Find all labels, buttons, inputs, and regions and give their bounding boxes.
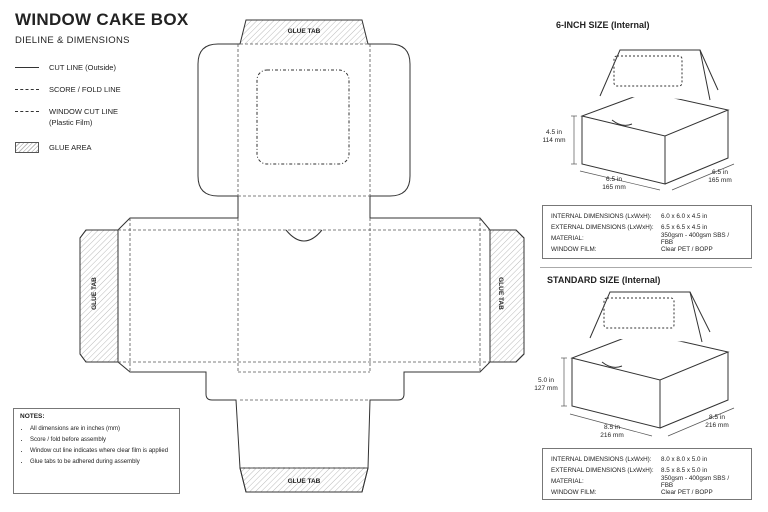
- glue-area-swatch: [15, 142, 39, 153]
- glue-tab-bottom-label: GLUE TAB: [287, 478, 321, 485]
- spec-value: 8.5 x 8.5 x 5.0 in: [661, 467, 708, 474]
- note-item: Window cut line indicates where clear fi…: [30, 447, 173, 455]
- legend-cut-label: CUT LINE (Outside): [49, 63, 116, 72]
- legend-glue: GLUE AREA: [15, 142, 185, 164]
- width-in: 8.5 in: [709, 414, 725, 421]
- glue-tab-top-label: GLUE TAB: [287, 28, 321, 35]
- cut-line-swatch: [15, 62, 39, 68]
- spec-label: MATERIAL:: [551, 235, 584, 242]
- notes-box: NOTES: All dimensions are in inches (mm)…: [13, 408, 180, 494]
- length-in: 6.5 in: [606, 176, 622, 183]
- width-in: 6.5 in: [712, 169, 728, 176]
- spec-row: MATERIAL: 350gsm - 400gsm SBS / FBB: [551, 231, 743, 246]
- height-in: 5.0 in: [538, 377, 554, 384]
- spec-value: 8.0 x 8.0 x 5.0 in: [661, 456, 708, 463]
- note-item: Glue tabs to be adhered during assembly: [30, 458, 173, 466]
- spec-row: MATERIAL: 350gsm - 400gsm SBS / FBB: [551, 474, 743, 489]
- legend-glue-label: GLUE AREA: [49, 143, 92, 152]
- glue-tab-right-label: GLUE TAB: [496, 277, 504, 310]
- spec-value: 350gsm - 400gsm SBS / FBB: [660, 474, 730, 489]
- window-line-swatch: [15, 106, 39, 112]
- length-mm: 165 mm: [602, 184, 626, 191]
- lid-panel: [197, 43, 411, 197]
- box-illustration-6in: [580, 49, 730, 185]
- box-illustration-standard: [570, 291, 730, 429]
- spec-row: WINDOW FILM: Clear PET / BOPP: [551, 244, 743, 255]
- spec-value: Clear PET / BOPP: [661, 489, 713, 496]
- legend-score-label: SCORE / FOLD LINE: [49, 85, 121, 94]
- spec-table-6in: INTERNAL DIMENSIONS (LxWxH): 6.0 x 6.0 x …: [542, 205, 752, 259]
- spec-row: EXTERNAL DIMENSIONS (LxWxH): 8.5 x 8.5 x …: [551, 465, 743, 476]
- spec-label: EXTERNAL DIMENSIONS (LxWxH):: [551, 467, 654, 474]
- length-mm: 216 mm: [600, 432, 624, 439]
- spec-row: WINDOW FILM: Clear PET / BOPP: [551, 487, 743, 498]
- spec-value: 350gsm - 400gsm SBS / FBB: [660, 231, 730, 246]
- width-mm: 216 mm: [705, 422, 729, 429]
- legend-window-sublabel: (Plastic Film): [49, 118, 93, 127]
- spec-value: 6.0 x 6.0 x 4.5 in: [661, 213, 708, 220]
- length-in: 8.5 in: [604, 424, 620, 431]
- glue-tab-left: [79, 229, 119, 363]
- spec-value: 6.5 x 6.5 x 4.5 in: [661, 224, 708, 231]
- height-mm: 127 mm: [534, 385, 558, 392]
- spec-row: INTERNAL DIMENSIONS (LxWxH): 8.0 x 8.0 x …: [551, 454, 743, 465]
- legend-window: WINDOW CUT LINE (Plastic Film): [15, 106, 185, 142]
- spec-table-standard: INTERNAL DIMENSIONS (LxWxH): 8.0 x 8.0 x …: [542, 448, 752, 500]
- spec-label: EXTERNAL DIMENSIONS (LxWxH):: [551, 224, 654, 231]
- note-item: All dimensions are in inches (mm): [30, 425, 173, 433]
- legend: CUT LINE (Outside) SCORE / FOLD LINE WIN…: [15, 62, 185, 164]
- window-cut: [256, 69, 350, 165]
- page-subtitle: DIELINE & DIMENSIONS: [15, 35, 130, 46]
- spec-label: INTERNAL DIMENSIONS (LxWxH):: [551, 213, 652, 220]
- legend-window-label: WINDOW CUT LINE: [49, 107, 119, 116]
- notes-title: NOTES:: [20, 413, 45, 420]
- section-divider: [540, 267, 752, 268]
- spec-row: EXTERNAL DIMENSIONS (LxWxH): 6.5 x 6.5 x …: [551, 222, 743, 233]
- glue-tab-right: [489, 229, 525, 363]
- note-item: Score / fold before assembly: [30, 436, 173, 444]
- page-title: WINDOW CAKE BOX: [15, 10, 189, 29]
- size-standard-title: STANDARD SIZE (Internal): [547, 275, 661, 285]
- spec-label: WINDOW FILM:: [551, 246, 597, 253]
- height-in: 4.5 in: [546, 129, 562, 136]
- spec-label: WINDOW FILM:: [551, 489, 597, 496]
- spec-value: Clear PET / BOPP: [661, 246, 713, 253]
- thumb-notch: [285, 229, 323, 242]
- spec-label: MATERIAL:: [551, 478, 584, 485]
- spec-label: INTERNAL DIMENSIONS (LxWxH):: [551, 456, 652, 463]
- size-6in-title: 6-INCH SIZE (Internal): [556, 20, 650, 30]
- height-mm: 114 mm: [542, 137, 566, 144]
- score-line-swatch: [15, 84, 39, 90]
- glue-tab-left-label: GLUE TAB: [90, 277, 98, 310]
- spec-row: INTERNAL DIMENSIONS (LxWxH): 6.0 x 6.0 x …: [551, 211, 743, 222]
- legend-cut: CUT LINE (Outside): [15, 62, 185, 84]
- legend-score: SCORE / FOLD LINE: [15, 84, 185, 106]
- glue-tab-top: [239, 19, 369, 45]
- width-mm: 165 mm: [708, 177, 732, 184]
